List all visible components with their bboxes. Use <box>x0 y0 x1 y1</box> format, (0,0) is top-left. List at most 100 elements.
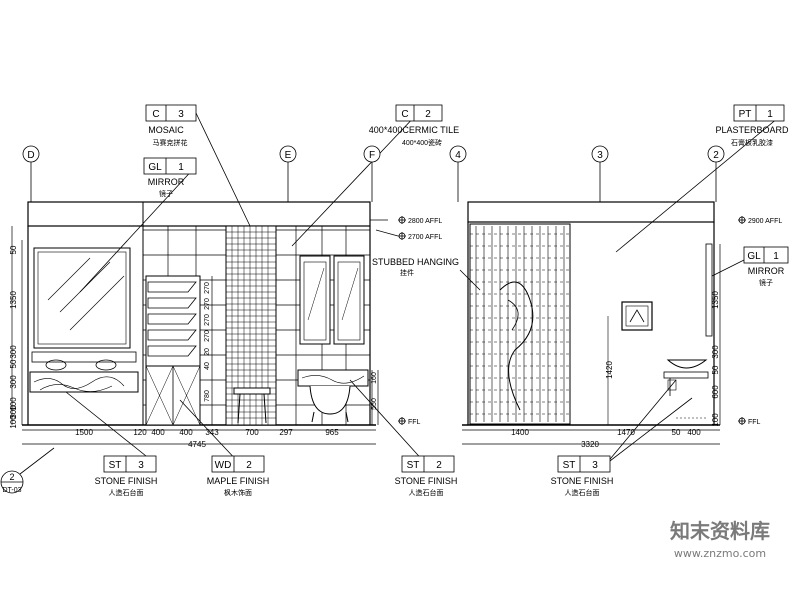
right-vertical-dimensions: 1420 1350 300 50 600 100 <box>605 291 720 427</box>
grid-bubble-labels: D E F 4 3 2 <box>27 150 719 161</box>
stubbed-hanging-panel <box>469 223 571 425</box>
tag-st3-stone-right: ST 3 STONE FINISH 人造石台面 <box>551 455 613 497</box>
tag-sublabel: 400*400瓷砖 <box>402 138 442 147</box>
dim-text: 343 <box>205 428 219 437</box>
tag-sublabel: 马赛克拼花 <box>153 138 188 147</box>
tag-number: 2 <box>436 460 442 471</box>
tag-number: 2 <box>246 460 252 471</box>
dim-text: 1400 <box>511 428 529 437</box>
dim-text: 1420 <box>605 361 614 379</box>
dim-text: 400 <box>151 428 165 437</box>
tag-gl1-mirror-right: GL 1 MIRROR 镜子 <box>743 246 789 287</box>
vanity-top <box>29 371 139 393</box>
right-ceiling-band <box>467 201 715 223</box>
dim-text: 120 <box>133 428 147 437</box>
tag-code: ST <box>563 460 576 471</box>
level-markers: 2800 AFFL 2700 AFFL FFL 2900 AFFL FFL <box>398 216 782 426</box>
dim-text: 297 <box>279 428 293 437</box>
dim-total: 4745 <box>188 440 206 449</box>
window-left <box>299 255 331 345</box>
level-label: 2800 AFFL <box>408 218 442 225</box>
dim-text: 270 <box>204 314 211 326</box>
dim-text: 160 <box>371 372 378 384</box>
tag-code: ST <box>407 460 420 471</box>
grid-bubble-e <box>279 145 297 163</box>
tag-label: STONE FINISH <box>95 476 158 486</box>
tag-sublabel: 人造石台面 <box>109 488 144 497</box>
dim-text: 400 <box>687 428 701 437</box>
dim-total: 3320 <box>581 440 599 449</box>
dim-text: 780 <box>204 390 211 402</box>
bathtub <box>309 385 351 415</box>
grid-bubble-d <box>22 145 40 163</box>
tag-code: C <box>401 109 408 120</box>
tag-code: GL <box>747 251 761 262</box>
shelf-cabinet <box>145 275 201 367</box>
dim-text: 600 <box>711 385 720 399</box>
tag-pt1-plasterboard: PT 1 PLASTERBOARD 石膏板乳胶漆 <box>715 104 789 147</box>
tag-sublabel: 镜子 <box>759 278 773 287</box>
tag-label: MIRROR <box>748 266 785 276</box>
left-elevation <box>22 201 376 426</box>
tag-label: MAPLE FINISH <box>207 476 270 486</box>
dim-text: 40 <box>204 362 211 370</box>
ref-sheet: DT-03 <box>2 487 21 494</box>
tag-label: 400*400CERMIC TILE <box>369 125 459 135</box>
tag-label: STONE FINISH <box>395 476 458 486</box>
bench <box>233 387 271 395</box>
tag-code: C <box>152 109 159 120</box>
right-basin <box>95 359 117 371</box>
watermark-title: 知末资料库 <box>670 519 770 543</box>
left-ceiling-band <box>27 201 371 227</box>
tag-label: MIRROR <box>148 177 185 187</box>
grid-label: 4 <box>455 150 461 161</box>
grid-bubble-4 <box>449 145 467 163</box>
tag-label: MOSAIC <box>148 125 184 135</box>
tag-number: 1 <box>773 251 779 262</box>
tag-wd2-maple: WD 2 MAPLE FINISH 枫木饰面 <box>207 455 270 497</box>
tag-sublabel: 人造石台面 <box>409 488 444 497</box>
tag-gl1-mirror-left: GL 1 MIRROR 镜子 <box>143 157 197 198</box>
grid-label: F <box>369 150 375 161</box>
tag-code: PT <box>739 109 752 120</box>
right-bottom-dimensions: 1400 1470 50 400 3320 <box>511 428 701 449</box>
dim-text: 300 <box>9 405 18 419</box>
dim-text: 300 <box>9 345 18 359</box>
dim-text: 400 <box>179 428 193 437</box>
tag-code: GL <box>148 162 162 173</box>
right-elevation <box>462 201 720 426</box>
grid-bubble-3 <box>591 145 609 163</box>
dim-text: 20 <box>204 348 211 356</box>
left-dimension-lines <box>11 226 379 445</box>
dim-text: 300 <box>711 345 720 359</box>
dim-text: 1350 <box>711 291 720 309</box>
basin-counter <box>663 371 709 379</box>
grid-label: D <box>27 150 34 161</box>
dim-text: 700 <box>245 428 259 437</box>
dim-text: 1470 <box>617 428 635 437</box>
tag-sublabel: 镜子 <box>159 189 173 198</box>
bathtub-rim <box>297 369 369 387</box>
left-vertical-dimensions: 50 1350 300 50 300 100 300 100 <box>9 245 18 429</box>
dim-text: 100 <box>711 413 720 427</box>
tag-number: 1 <box>178 162 184 173</box>
stubbed-hanging-label: STUBBED HANGING 挂件 <box>372 257 459 277</box>
watermark-url: www.znzmo.com <box>674 547 766 560</box>
tag-code: WD <box>215 460 232 471</box>
level-label: FFL <box>748 419 761 426</box>
tag-c2-tile: C 2 400*400CERMIC TILE 400*400瓷砖 <box>369 104 459 147</box>
tag-number: 3 <box>178 109 184 120</box>
ref-number: 2 <box>9 472 14 482</box>
cabinet-dimensions: 270 270 270 270 20 40 780 <box>204 282 211 402</box>
dim-text: 270 <box>204 298 211 310</box>
vanity-backsplash <box>31 351 137 363</box>
dim-text: 1350 <box>9 291 18 309</box>
stubbed-sublabel: 挂件 <box>400 268 414 277</box>
level-label: 2700 AFFL <box>408 234 442 241</box>
tag-code: ST <box>109 460 122 471</box>
tag-st2-stone: ST 2 STONE FINISH 人造石台面 <box>395 455 458 497</box>
dim-text: 1500 <box>75 428 93 437</box>
picture-frame <box>621 301 653 331</box>
tag-label: PLASTERBOARD <box>715 125 789 135</box>
